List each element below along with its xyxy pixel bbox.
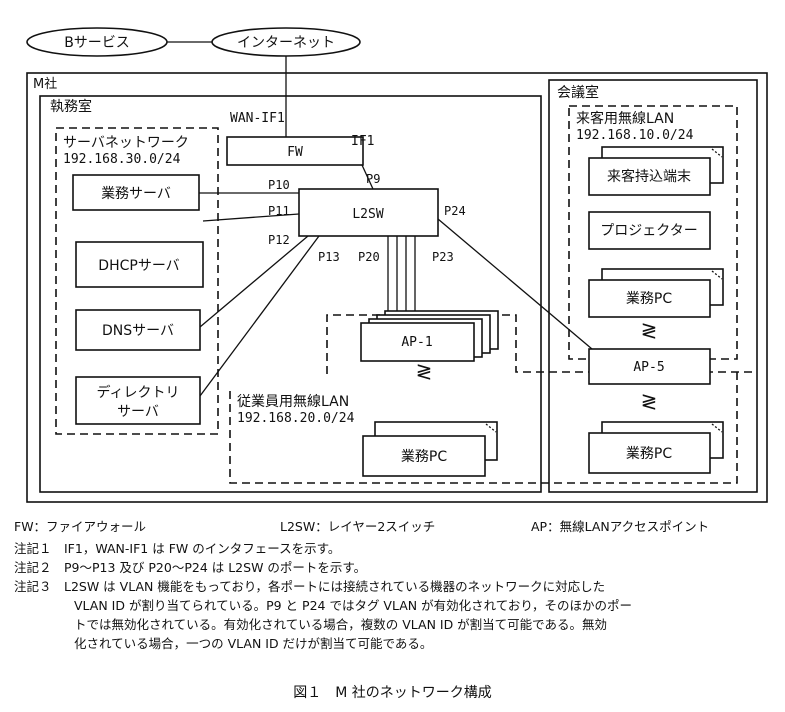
ap1-label: AP-1 xyxy=(401,335,432,350)
port-p9: P9 xyxy=(366,172,380,186)
guest-device-stack xyxy=(588,146,724,196)
dhcp-server-label: DHCPサーバ xyxy=(98,258,179,274)
note-2: 注記２ P9〜P13 及び P20〜P24 は L2SW のポートを示す。 xyxy=(14,560,367,575)
staff-pc-box xyxy=(362,435,486,477)
port-p13: P13 xyxy=(318,250,340,264)
staff-pc-label: 業務PC xyxy=(401,449,447,465)
projector-box xyxy=(588,211,711,250)
note-3-line2: VLAN ID が割り当てられている。P9 と P24 ではタグ VLAN が有… xyxy=(74,598,632,613)
meeting-pc-upper-label: 業務PC xyxy=(626,291,672,307)
guest-wlan-area xyxy=(568,105,738,360)
ap5-box xyxy=(588,348,711,385)
network-diagram: Bサービス インターネット M社 執務室 会議室 サーバネットワーク 192.1… xyxy=(26,27,768,503)
l2sw-label: L2SW xyxy=(352,207,383,222)
wireless-icon-guest: ≷ xyxy=(641,318,658,342)
ap5-label: AP-5 xyxy=(633,360,664,375)
meeting-pc-lower-box xyxy=(588,432,711,474)
directory-server-label-line1: ディレクトリ xyxy=(96,384,179,401)
port-p11: P11 xyxy=(268,204,290,218)
note-3-line3: トでは無効化されている。有効化されている場合，複数の VLAN ID が割当て可… xyxy=(74,617,608,632)
ap1-box xyxy=(360,322,475,362)
l2sw-box xyxy=(298,188,439,237)
link-p12-dns xyxy=(199,235,309,328)
directory-server-label-line2: サーバ xyxy=(117,404,159,420)
wireless-icon-ap1: ≷ xyxy=(416,359,433,383)
link-fw-l2sw xyxy=(361,164,374,190)
server-subnet-label: 192.168.30.0/24 xyxy=(63,152,181,167)
notes-block: 注記１ IF1，WAN-IF1 は FW のインタフェースを示す。 注記２ P9… xyxy=(14,539,779,653)
ap-stack xyxy=(360,310,499,362)
meeting-room-frame xyxy=(548,79,758,493)
port-p24: P24 xyxy=(444,204,466,218)
server-network-label: サーバネットワーク xyxy=(63,135,189,151)
legend-l2sw: L2SW：レイヤー2スイッチ xyxy=(280,519,436,534)
b-service-node xyxy=(26,27,168,57)
meeting-pc-stack-lower xyxy=(588,421,724,474)
company-frame xyxy=(26,72,768,503)
port-p10: P10 xyxy=(268,178,290,192)
dhcp-server-box xyxy=(75,241,204,288)
guest-wlan-label: 来客用無線LAN xyxy=(576,110,674,127)
meeting-pc-lower-label: 業務PC xyxy=(626,446,672,462)
wireless-icon-ap5: ≷ xyxy=(641,389,658,413)
if1-label: IF1 xyxy=(351,134,374,149)
meeting-room-label: 会議室 xyxy=(557,84,599,101)
port-p23: P23 xyxy=(432,250,454,264)
company-label: M社 xyxy=(33,76,57,92)
staff-wlan-label: 従業員用無線LAN xyxy=(237,394,349,410)
wan-if1-label: WAN-IF1 xyxy=(230,111,285,126)
fw-box xyxy=(226,136,364,166)
port-p20: P20 xyxy=(358,250,380,264)
guest-subnet-label: 192.168.10.0/24 xyxy=(576,128,694,143)
server-network-area xyxy=(55,127,219,435)
guest-device-box xyxy=(588,157,711,196)
directory-server-box xyxy=(75,376,201,425)
staff-wlan-area xyxy=(229,314,757,484)
link-p13-directory xyxy=(199,235,320,397)
b-service-label: Bサービス xyxy=(64,35,130,51)
link-p24-ap5 xyxy=(437,218,593,350)
note-1: 注記１ IF1，WAN-IF1 は FW のインタフェースを示す。 xyxy=(14,541,341,556)
port-p12: P12 xyxy=(268,233,290,247)
meeting-pc-stack-upper xyxy=(588,268,724,318)
internet-label: インターネット xyxy=(237,35,335,51)
guest-device-label: 来客持込端末 xyxy=(607,168,691,185)
fw-label: FW xyxy=(287,145,303,160)
staff-pc-stack xyxy=(362,421,498,477)
office-label: 執務室 xyxy=(50,98,92,115)
gyomu-server-box xyxy=(72,174,200,211)
note-3-line1: 注記３ L2SW は VLAN 機能をもっており，各ポートには接続されている機器… xyxy=(14,579,606,594)
note-3-line4: 化されている場合，一つの VLAN ID だけが割当て可能である。 xyxy=(74,636,433,651)
legend-ap: AP：無線LANアクセスポイント xyxy=(531,519,710,534)
meeting-pc-upper-box xyxy=(588,279,711,318)
gyomu-server-label: 業務サーバ xyxy=(101,186,171,202)
office-frame xyxy=(39,95,542,493)
staff-subnet-label: 192.168.20.0/24 xyxy=(237,411,355,426)
legend-fw: FW：ファイアウォール xyxy=(14,519,147,534)
figure-caption: 図１ M 社のネットワーク構成 xyxy=(293,685,492,701)
dns-server-box xyxy=(75,309,201,351)
dns-server-label: DNSサーバ xyxy=(102,323,174,339)
link-p11-dhcp xyxy=(202,213,300,222)
projector-label: プロジェクター xyxy=(600,223,697,239)
